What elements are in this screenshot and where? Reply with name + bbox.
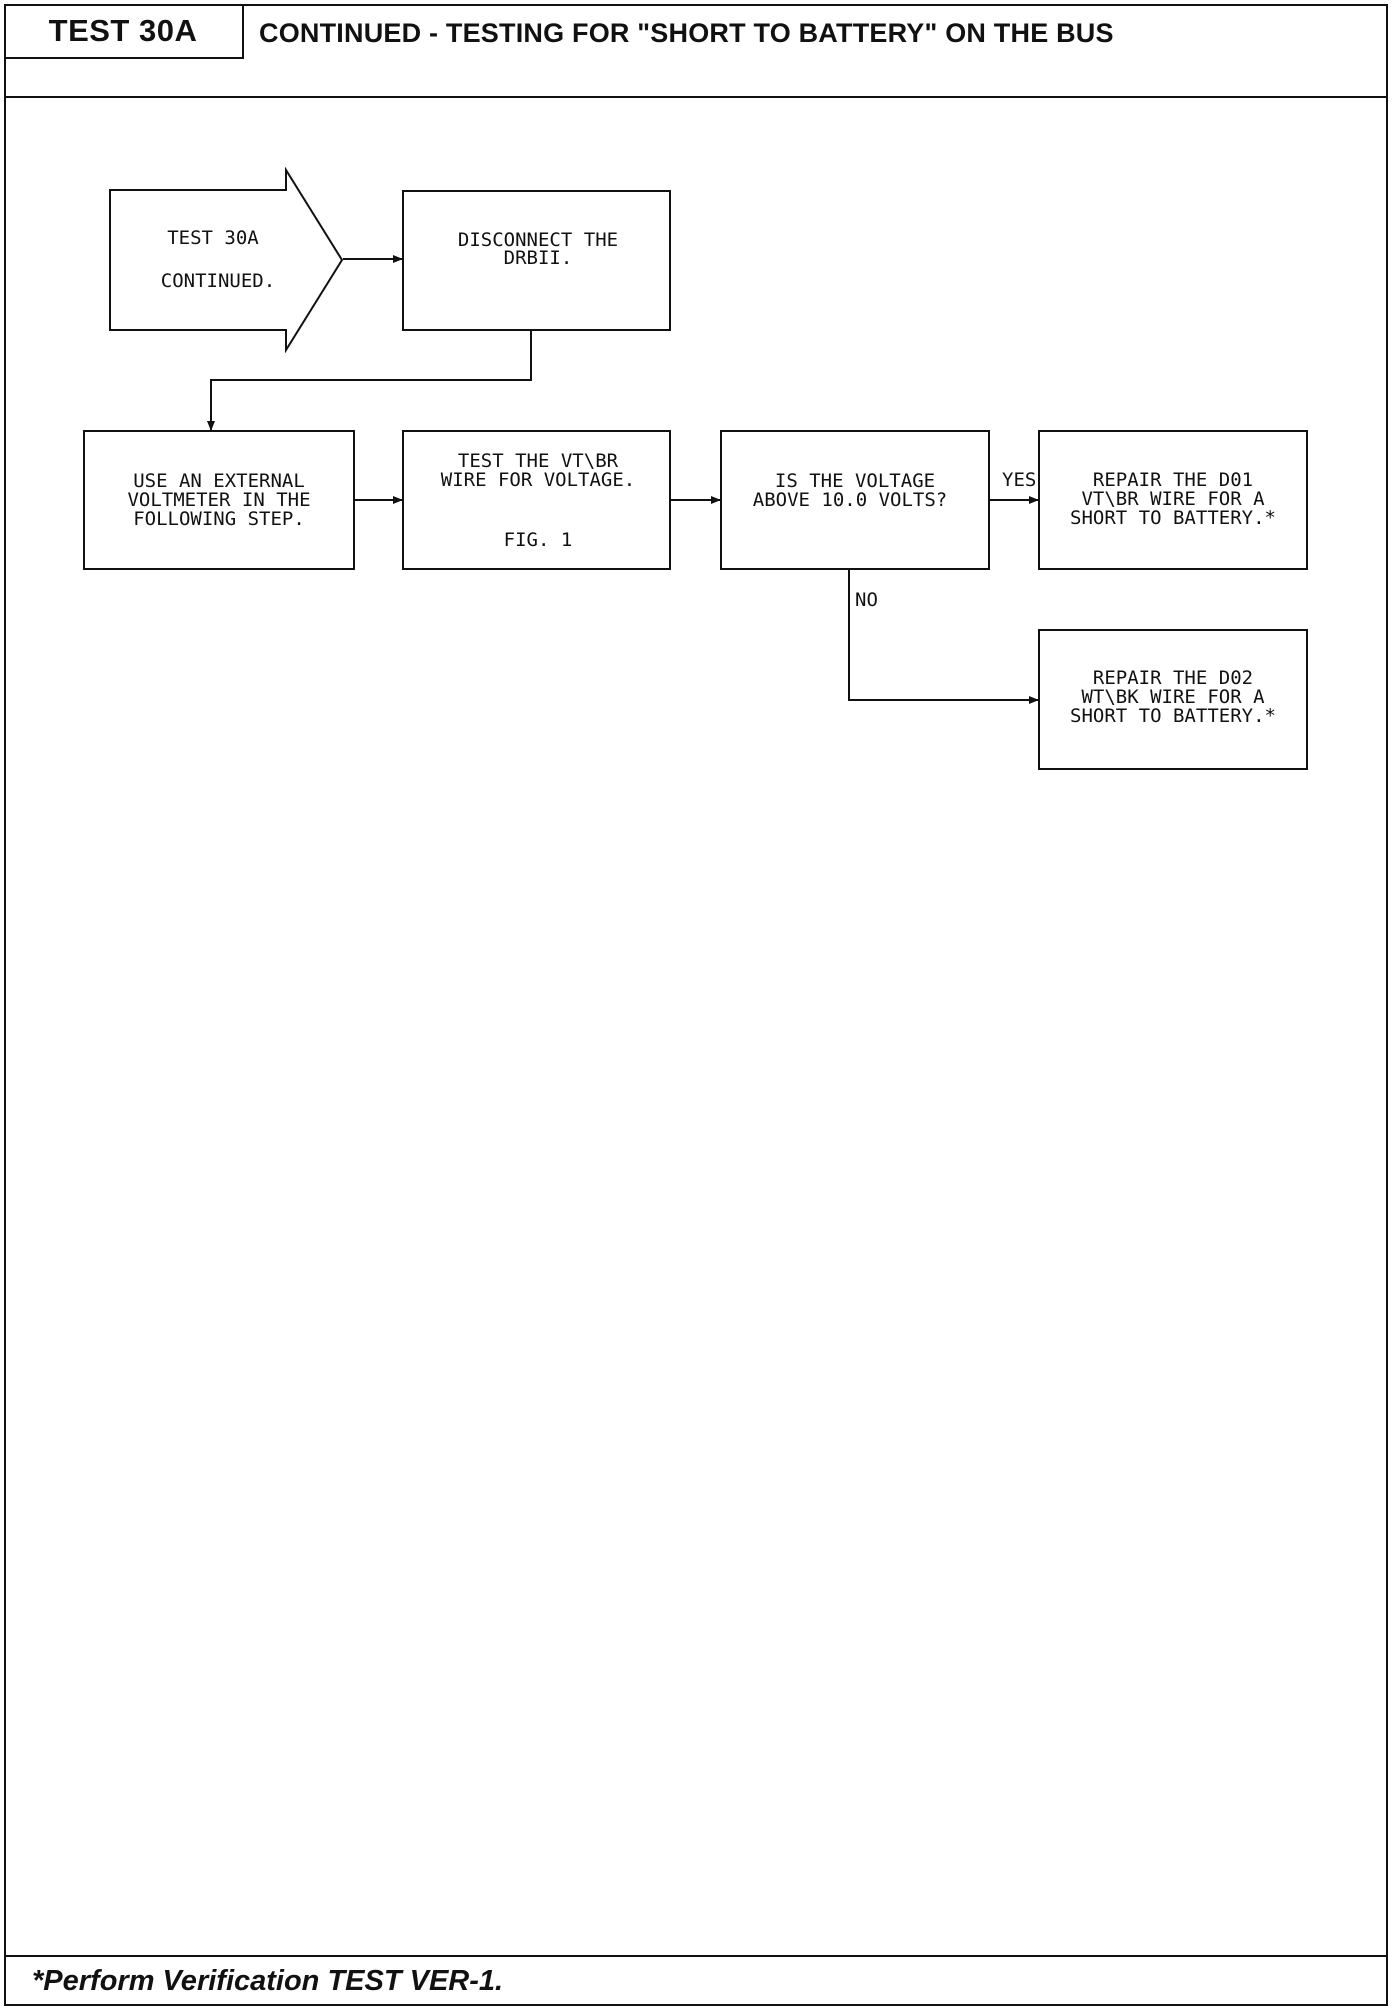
repair-d02-node: REPAIR THE D02 WT\BK WIRE FOR A SHORT TO…: [1038, 629, 1308, 770]
repair-d02-node-line3: SHORT TO BATTERY.*: [1070, 705, 1276, 727]
connector-no: [848, 569, 1039, 704]
start-node-line1: TEST 30A: [167, 227, 259, 249]
test-wire-node: TEST THE VT\BR WIRE FOR VOLTAGE. FIG. 1: [402, 430, 671, 570]
yes-label: YES: [1002, 469, 1036, 491]
repair-d01-node-line1: REPAIR THE D01: [1093, 469, 1253, 491]
decision-node-line1: IS THE VOLTAGE: [775, 470, 935, 492]
disconnect-node: DISCONNECT THE DRBII.: [402, 190, 671, 331]
header: TEST 30A CONTINUED - TESTING FOR "SHORT …: [4, 4, 1388, 98]
test-wire-node-fig: FIG. 1: [504, 529, 573, 551]
use-voltmeter-node: USE AN EXTERNAL VOLTMETER IN THE FOLLOWI…: [83, 430, 355, 570]
repair-d01-node: REPAIR THE D01 VT\BR WIRE FOR A SHORT TO…: [1038, 430, 1308, 570]
start-node-line2: CONTINUED.: [161, 270, 275, 292]
verification-note: *Perform Verification TEST VER-1.: [32, 1965, 504, 1997]
repair-d02-node-line1: REPAIR THE D02: [1093, 667, 1253, 689]
repair-d01-node-line2: VT\BR WIRE FOR A: [1081, 488, 1265, 510]
disconnect-node-line1: DISCONNECT THE: [458, 229, 618, 251]
start-node: TEST 30A CONTINUED.: [109, 166, 344, 354]
no-label: NO: [855, 589, 878, 611]
repair-d02-node-line2: WT\BK WIRE FOR A: [1081, 686, 1265, 708]
decision-node: IS THE VOLTAGE ABOVE 10.0 VOLTS?: [720, 430, 990, 570]
repair-d01-node-line3: SHORT TO BATTERY.*: [1070, 507, 1276, 529]
connector-disconnect-to-voltmeter: [207, 330, 532, 431]
test-wire-node-line2: WIRE FOR VOLTAGE.: [441, 469, 635, 491]
decision-node-line2: ABOVE 10.0 VOLTS?: [753, 489, 947, 511]
footer: *Perform Verification TEST VER-1.: [4, 1955, 1388, 2006]
test-wire-node-line1: TEST THE VT\BR: [458, 450, 619, 472]
page-title: CONTINUED - TESTING FOR "SHORT TO BATTER…: [259, 18, 1114, 48]
use-voltmeter-node-line3: FOLLOWING STEP.: [133, 508, 305, 530]
page-frame: [4, 4, 1388, 2006]
test-id-tab: TEST 30A: [4, 4, 244, 59]
disconnect-node-line2: DRBII.: [504, 247, 573, 269]
use-voltmeter-node-line2: VOLTMETER IN THE: [127, 489, 310, 511]
use-voltmeter-node-line1: USE AN EXTERNAL: [133, 470, 305, 492]
